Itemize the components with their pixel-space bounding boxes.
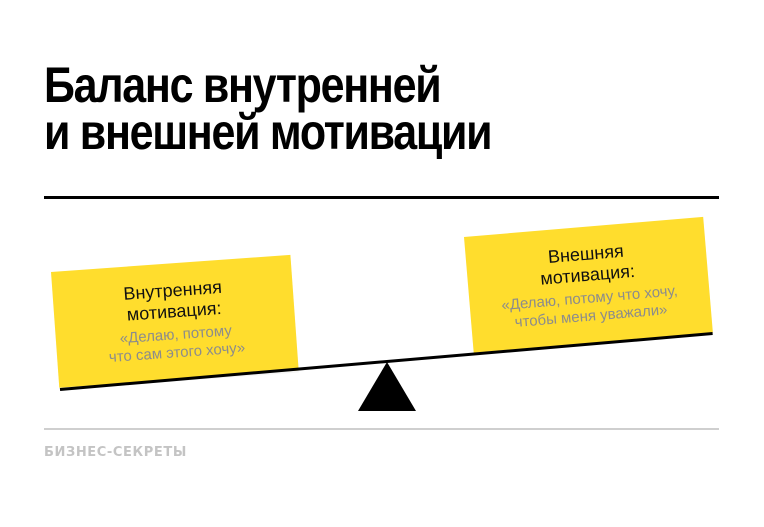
extrinsic-card-quote: «Делаю, потому что хочу, чтобы меня уваж… (501, 282, 680, 333)
page-title: Баланс внутренней и внешней мотивации (44, 57, 493, 160)
extrinsic-motivation-card: Внешняя мотивация: «Делаю, потому что хо… (464, 216, 713, 353)
title-line-2: и внешней мотивации (44, 104, 493, 160)
intrinsic-card-quote: «Делаю, потому что сам этого хочу» (107, 321, 246, 367)
intrinsic-card-heading: Внутренняя мотивация: (123, 277, 224, 326)
title-line-1: Баланс внутренней (44, 57, 442, 113)
title-divider (44, 196, 719, 199)
extrinsic-card-heading: Внешняя мотивация: (538, 240, 636, 290)
fulcrum-triangle-icon (358, 362, 416, 411)
brand-logo-text: БИЗНЕС-СЕКРЕТЫ (44, 445, 187, 460)
intrinsic-motivation-card: Внутренняя мотивация: «Делаю, потому что… (51, 254, 299, 388)
footer-divider (44, 428, 719, 430)
